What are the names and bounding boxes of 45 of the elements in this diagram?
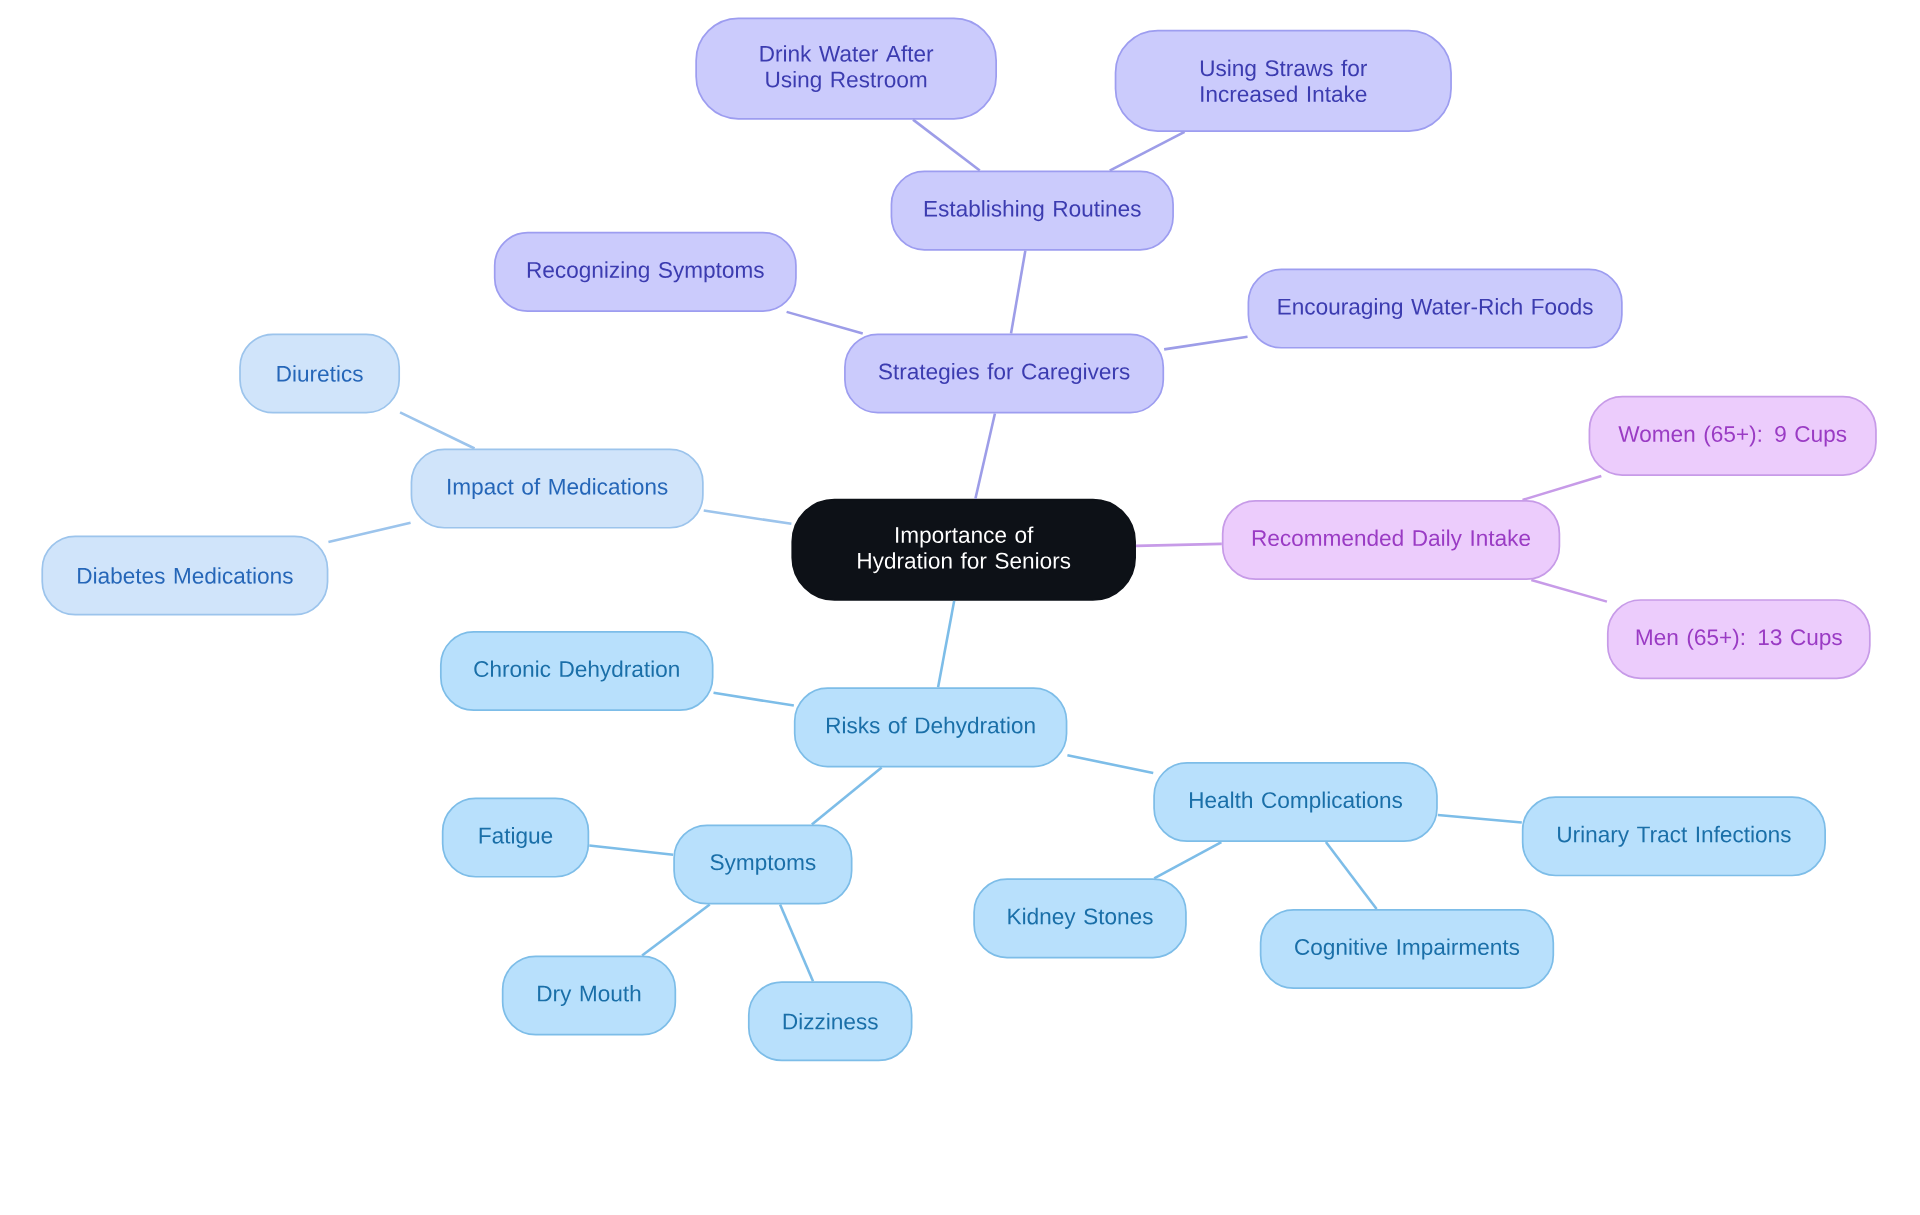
topic-box: Diuretics [239, 333, 401, 414]
topic-box: Impact of Medications [410, 448, 704, 529]
topic-box: Women (65+): 9 Cups [1588, 396, 1877, 477]
connector-line [1530, 578, 1608, 604]
topic-box: Risks of Dehydration [793, 687, 1068, 768]
connector-line [1324, 841, 1378, 910]
connector-line [641, 903, 711, 957]
connector-line [1067, 754, 1154, 775]
topic-box: Dry Mouth [501, 955, 677, 1036]
topic-box: Kidney Stones [973, 878, 1187, 959]
connector-line [1522, 474, 1602, 502]
topic-box: Fatigue [441, 797, 590, 878]
topic-box: Chronic Dehydration [439, 631, 714, 712]
connector-line [713, 691, 795, 707]
connector-line [936, 600, 956, 688]
connector-line [974, 413, 997, 500]
topic-box: Diabetes Medications [41, 535, 329, 616]
topic-box: Drink Water After Using Restroom [695, 17, 997, 120]
connector-line [1009, 250, 1027, 334]
connector-line [589, 844, 674, 857]
connector-line [1109, 130, 1186, 172]
topic-box: Men (65+): 13 Cups [1606, 599, 1871, 680]
topic-box: Dizziness [747, 981, 913, 1062]
topic-box: Using Straws for Increased Intake [1114, 29, 1452, 133]
connector-line [912, 118, 981, 172]
connector-line [1153, 841, 1222, 880]
topic-box: Urinary Tract Infections [1521, 796, 1826, 877]
connector-line [328, 521, 411, 544]
topic-box: Symptoms [673, 824, 853, 905]
connector-line [786, 310, 864, 335]
connector-line [778, 904, 815, 982]
connector-line [1135, 542, 1222, 548]
connector-line [399, 411, 476, 450]
root-node: Importance of Hydration for Seniors [791, 498, 1136, 601]
connector-line [1437, 813, 1522, 825]
topic-box: Cognitive Impairments [1259, 909, 1555, 990]
topic-box: Recognizing Symptoms [493, 231, 797, 313]
topic-box: Strategies for Caregivers [844, 333, 1165, 414]
connector-line [811, 766, 883, 826]
connector-line [1163, 335, 1248, 351]
topic-box: Establishing Routines [890, 170, 1174, 251]
topic-box: Health Complications [1153, 762, 1438, 843]
topic-box: Recommended Daily Intake [1221, 500, 1561, 581]
connector-line [703, 509, 792, 526]
topic-box: Encouraging Water-Rich Foods [1247, 268, 1623, 349]
